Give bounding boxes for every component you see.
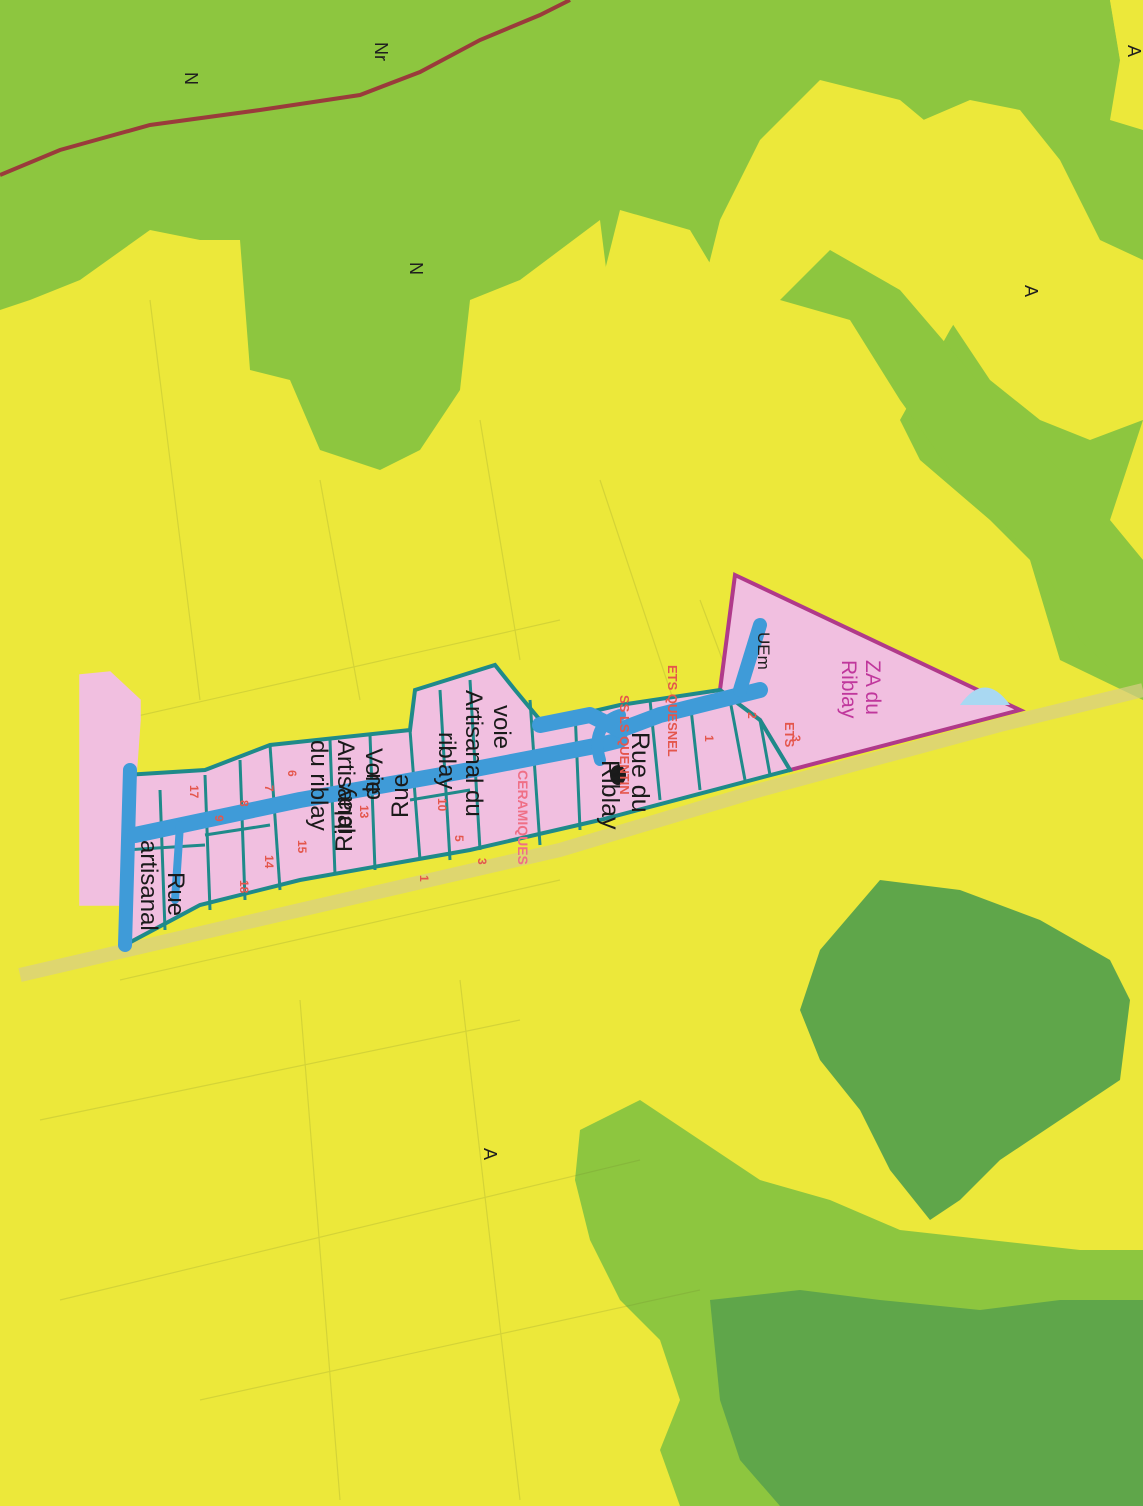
agri-pocket-corner [1110, 0, 1143, 70]
parcel-number: 10 [435, 798, 449, 812]
business-ceramiques: CERAMIQUES [515, 770, 531, 865]
road-rue-artisanal [118, 763, 137, 952]
parcel-number: 1 [702, 735, 716, 742]
parcel-number: 17 [187, 785, 201, 799]
business-ets: ETS [782, 722, 797, 748]
parcel-number: 1 [417, 875, 431, 882]
road-voie-artisanal [127, 732, 628, 843]
field-texture [39, 299, 761, 1501]
rue-artisanal-line1: Rue [162, 872, 189, 916]
parcel-number: 15 [295, 840, 309, 854]
parcel-number: 3 [789, 735, 803, 742]
za-label-line1: ZA du [861, 660, 884, 715]
voie-artisanal-line2: Artisanal du [460, 690, 487, 817]
parcel-number: 14 [262, 855, 276, 869]
voie-artisanal-2-line3: du riblay [305, 740, 332, 831]
natural-zone-top [0, 0, 1143, 700]
rue-du-riblay-2-line3: Riblay [331, 785, 358, 852]
voie-artisanal-line3: riblay [433, 732, 460, 789]
road-ue-spur [733, 618, 767, 697]
parcel-number: 7 [262, 785, 276, 792]
internal-roads [118, 618, 768, 952]
voie-artisanal-line1: voie [488, 705, 515, 749]
zone-label-a-top-right: A [1124, 45, 1143, 57]
za-riblay-label: ZA du Riblay [837, 660, 884, 719]
agri-pocket-top-right [900, 100, 1143, 440]
roundabout-marker [610, 765, 626, 785]
river-line [0, 0, 571, 177]
parcel-number: 18 [237, 880, 251, 894]
zone-label-uem: UEm [754, 632, 773, 670]
zone-label-n-mid: N [406, 262, 426, 275]
parcel-number: 9 [212, 815, 226, 822]
road-loop [591, 709, 626, 766]
agricultural-pockets [580, 0, 1143, 480]
rue-artisanal-line2: artisanal [135, 840, 162, 931]
zone-label-nr: Nr [371, 42, 391, 61]
natural-zone-right-strip [780, 250, 1143, 700]
zone-label-a-mid: A [1021, 285, 1041, 297]
zone-label-a-bottom: A [480, 1148, 500, 1160]
rue-du-riblay-2-line2: du [359, 773, 386, 800]
parcel-number: 2 [745, 712, 759, 719]
rue-du-riblay-line2: Riblay [596, 760, 624, 830]
rue-du-riblay-2-line1: Rue [387, 774, 414, 818]
business-ets-quesnel: ETS QUESNEL [665, 665, 680, 757]
main-road [18, 683, 1143, 982]
zone-labels: A A A N Nr N UEm [181, 42, 1143, 1160]
agri-pocket-mid [580, 210, 820, 480]
natural-zone-forest [800, 880, 1130, 1220]
parcel-number: 13 [357, 805, 371, 819]
road-rue-riblay [532, 682, 768, 738]
voie-artisanal-2-line2: Artisanal [332, 740, 359, 833]
parcel-number: 5 [452, 835, 466, 842]
parcel-number: 3 [475, 858, 489, 865]
natural-zone-bottom-right-dark [710, 1290, 1143, 1506]
business-st-quentin: SS LS QUENTIN [617, 695, 632, 795]
parcel-lines [124, 679, 772, 931]
road-names: Rue du Riblay voie Artisanal du riblay V… [135, 690, 654, 931]
parcel-number: 6 [285, 770, 299, 777]
parcel-number: 8 [237, 800, 251, 807]
rue-du-riblay-line1: Rue du [626, 732, 654, 813]
retention-basin [960, 687, 1010, 705]
zone-label-n-top-left: N [181, 72, 201, 85]
voie-artisanal-2-line1: Voie [360, 748, 387, 795]
za-label-line2: Riblay [837, 660, 860, 719]
road-branch [171, 821, 184, 904]
business-labels: ETS ETS QUESNEL SS LS QUENTIN CERAMIQUES [515, 665, 797, 865]
